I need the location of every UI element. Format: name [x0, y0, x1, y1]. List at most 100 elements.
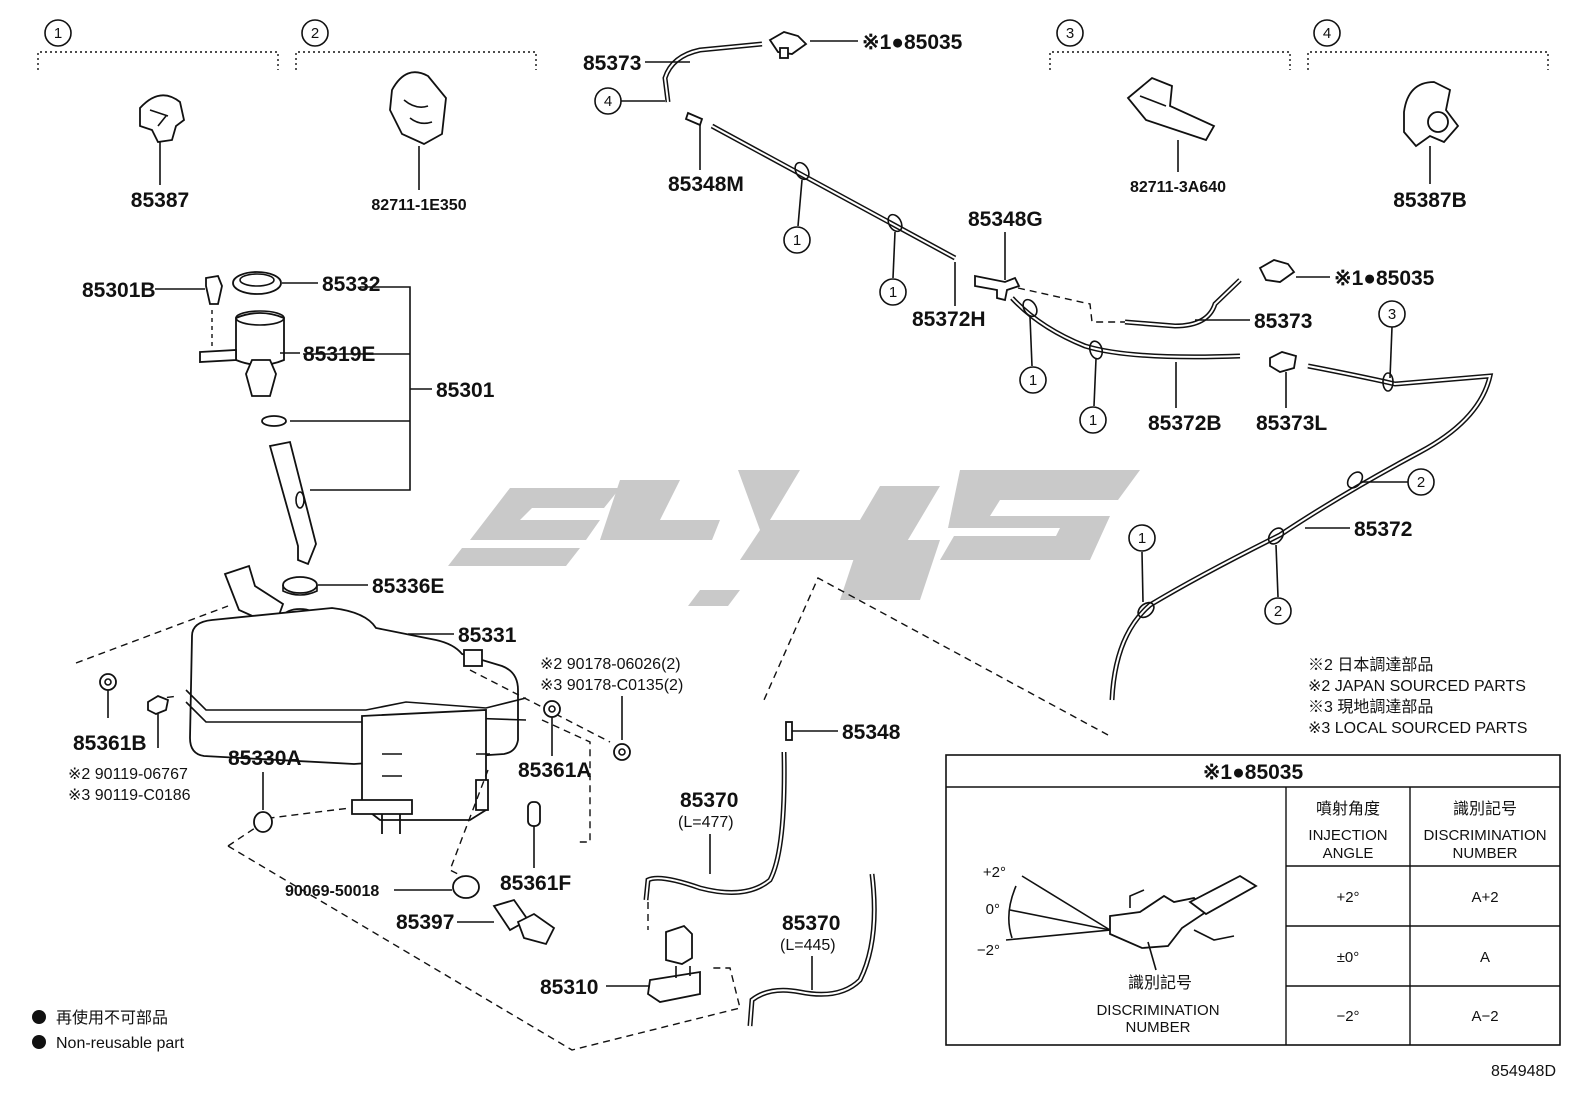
clip-85301B [205, 274, 223, 305]
footnote-ja: 再使用不可部品 [56, 1009, 168, 1027]
diagram-label-ja: 識別記号 [1128, 974, 1192, 992]
col-header-en: ANGLE [1323, 845, 1374, 862]
hose-85372B [1010, 296, 1241, 360]
filler-pipe [268, 440, 317, 566]
nozzle-table: ※1●85035 噴射角度 INJECTION ANGLE 識別記号 DISCR… [945, 754, 1561, 1046]
col-header-en: DISCRIMINATION [1423, 827, 1546, 844]
hose-85373-top [662, 41, 763, 103]
tee-connector-85348G [974, 274, 1021, 302]
table-title: ※1●85035 [1203, 761, 1304, 784]
bolt-icon [613, 743, 631, 761]
part-label: 85330A [228, 747, 302, 770]
part-label: ※1●85035 [1334, 267, 1435, 290]
part-label: 90069-50018 [285, 883, 379, 900]
callout-number: 3 [1388, 306, 1396, 323]
callout-number: 1 [54, 25, 62, 42]
part-label: 85387B [1393, 189, 1467, 212]
grommet-85330A [253, 811, 273, 833]
sourcing-note: ※2 日本調達部品 [1308, 656, 1433, 674]
sourcing-note: ※2 JAPAN SOURCED PARTS [1308, 678, 1526, 695]
part-label: 85301 [436, 379, 495, 402]
callout-number: 3 [1066, 25, 1074, 42]
washer-tank-85331 [185, 564, 527, 834]
hose-85370-long [643, 751, 787, 901]
callout-number: 2 [1274, 603, 1282, 620]
part-label: 85361B [73, 732, 147, 755]
callout-number: 1 [793, 232, 801, 249]
o-ring-icon [261, 415, 287, 427]
angle-label: +2° [983, 864, 1006, 881]
part-label: 85397 [396, 911, 454, 934]
grommet-85361A [543, 700, 561, 718]
part-label: ※1●85035 [862, 31, 963, 54]
part-label: 85310 [540, 976, 598, 999]
legend-group-1: 1 85387 [37, 19, 279, 212]
watermark-logo [448, 470, 1140, 606]
col-header-en: INJECTION [1308, 827, 1387, 844]
clamp-icon [1403, 81, 1460, 148]
callout-circle [44, 19, 72, 47]
part-label: 85372 [1354, 518, 1412, 541]
col-header-ja: 識別記号 [1453, 800, 1517, 818]
hose-85370-short [747, 873, 877, 1027]
figure-id: 854948D [1491, 1063, 1556, 1080]
callout-number: 4 [604, 93, 612, 110]
connector-85348M [684, 111, 704, 127]
part-label: 85372B [1148, 412, 1222, 435]
part-label: 85348 [842, 721, 901, 744]
part-label: 85370 [680, 789, 738, 812]
part-label: 85373 [583, 52, 641, 75]
sourcing-note: ※3 現地調達部品 [1308, 698, 1433, 716]
table-cell: ±0° [1337, 949, 1360, 966]
table-cell: A−2 [1471, 1008, 1498, 1025]
nozzle-85035-mid [1258, 259, 1296, 283]
part-label: 85373 [1254, 310, 1312, 333]
clamp-icon [139, 94, 186, 143]
sourcing-note: ※3 LOCAL SOURCED PARTS [1308, 720, 1527, 737]
grommet-85336E [282, 576, 318, 596]
fastener-label: ※3 90119-C0186 [68, 787, 191, 804]
connector-85348 [785, 721, 793, 741]
angle-label: 0° [986, 901, 1000, 918]
hose-85373-mid [1124, 278, 1242, 329]
footnote-en: Non-reusable part [56, 1035, 185, 1052]
angle-label: −2° [977, 942, 1000, 959]
part-label: 85348G [968, 208, 1043, 231]
hose-length: (L=445) [780, 937, 836, 954]
part-label: 82711-3A640 [1130, 179, 1226, 196]
part-label: 85348M [668, 173, 744, 196]
part-label: 85301B [82, 279, 156, 302]
grommet-85361F [527, 801, 541, 827]
hose-85372H [710, 123, 957, 261]
bolt-90119 [147, 694, 170, 715]
fastener-label: ※3 90178-C0135(2) [540, 677, 683, 694]
washer-pump-85310 [647, 924, 701, 1003]
diagram-label-en: DISCRIMINATION [1096, 1002, 1219, 1019]
callout-number: 1 [889, 284, 897, 301]
callout-number: 1 [1089, 412, 1097, 429]
fastener-label: ※2 90119-06767 [68, 766, 188, 783]
cap-85332 [232, 271, 282, 295]
clip-icon [389, 71, 447, 146]
legend-group-3: 3 82711-3A640 [1049, 19, 1291, 196]
clip-icon [1126, 76, 1216, 142]
grommet-85361B [99, 673, 117, 691]
legend-group-4: 4 85387B [1307, 19, 1549, 212]
legend-group-2: 2 82711-1E350 [295, 19, 537, 214]
callout-number: 2 [311, 25, 319, 42]
plug-90069 [452, 875, 480, 899]
part-label: 82711-1E350 [371, 197, 466, 214]
diagram-label-en: NUMBER [1125, 1019, 1190, 1036]
part-label: 85336E [372, 575, 444, 598]
part-label: 85372H [912, 308, 986, 331]
table-cell: A+2 [1471, 889, 1498, 906]
non-reusable-bullet-icon [32, 1035, 46, 1049]
part-label: 85331 [458, 624, 517, 647]
connector-85373L [1269, 351, 1298, 373]
spray-angle-icon [1005, 874, 1258, 949]
part-label: 85387 [131, 189, 189, 212]
part-label: 85332 [322, 273, 380, 296]
col-header-ja: 噴射角度 [1316, 800, 1380, 818]
part-label: 85361A [518, 759, 592, 782]
